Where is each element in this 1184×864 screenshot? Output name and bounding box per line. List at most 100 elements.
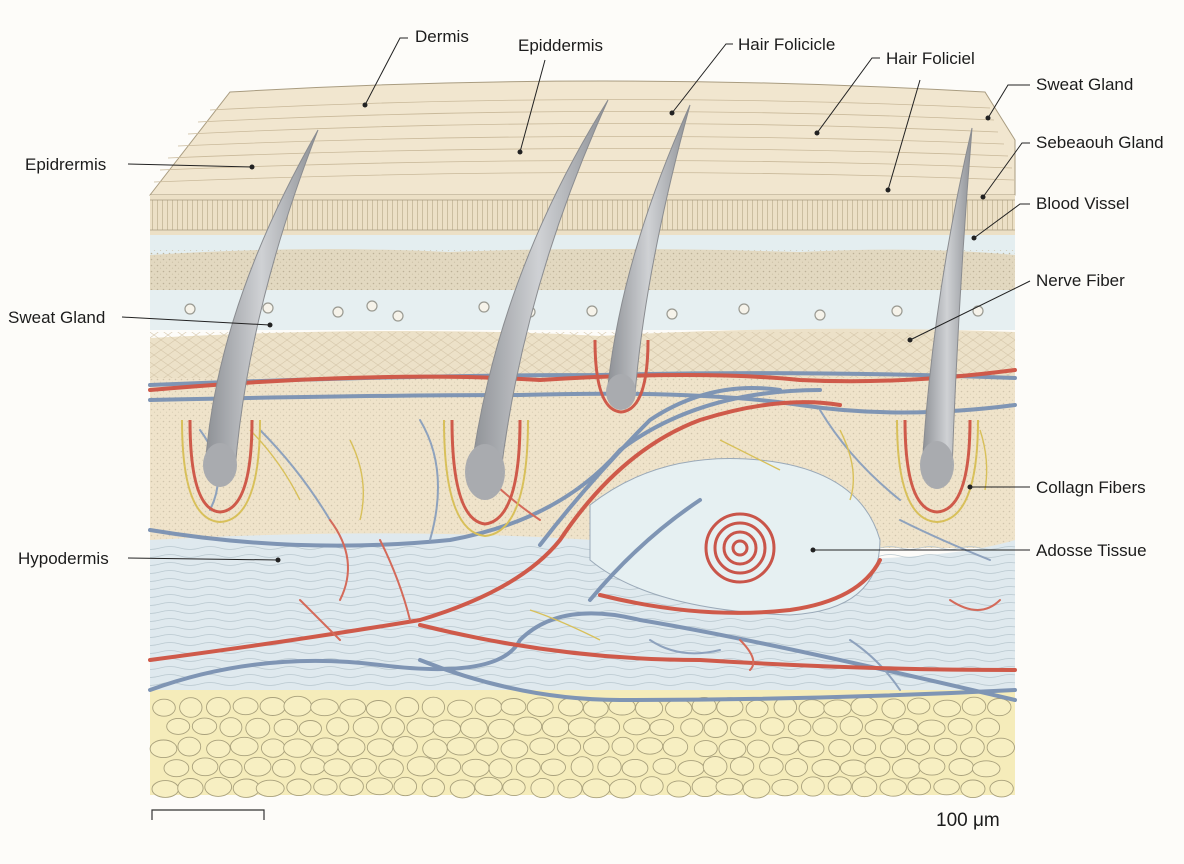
fat-cell: [191, 717, 218, 735]
fat-cell: [300, 757, 326, 776]
scale-bar-label: 100 μm: [936, 810, 1000, 831]
fat-cell: [339, 698, 367, 717]
fat-cell: [179, 697, 203, 718]
fat-cell: [851, 776, 878, 798]
fat-cell: [351, 757, 377, 778]
fat-cell: [243, 756, 272, 777]
fat-cell: [273, 718, 299, 738]
nerve-fibers: [249, 429, 988, 641]
fat-cell: [828, 739, 852, 758]
fat-cell: [447, 699, 473, 718]
capillary-loops: [184, 300, 984, 322]
fat-cell: [283, 695, 312, 717]
fat-cell: [759, 757, 784, 776]
fat-cell: [529, 737, 556, 755]
fat-cell: [662, 737, 689, 757]
fat-cell: [163, 759, 190, 778]
fat-cell: [666, 780, 692, 798]
fat-cell: [583, 736, 610, 757]
fat-cell: [204, 776, 233, 797]
fat-cell: [864, 757, 891, 777]
adipose-lobule: [589, 457, 881, 616]
fat-cell: [759, 717, 785, 736]
fat-cell: [526, 697, 554, 717]
fat-cell: [839, 759, 868, 777]
fat-cell: [665, 698, 693, 719]
fat-cell: [381, 717, 405, 738]
fat-cell: [582, 699, 609, 718]
fat-cell: [677, 760, 705, 778]
fat-cell: [436, 757, 462, 776]
fat-cell: [608, 778, 637, 799]
fat-cell: [947, 717, 973, 736]
fat-cell: [488, 758, 513, 779]
fat-cell: [461, 758, 490, 778]
fat-cell: [312, 737, 339, 757]
fat-cell: [798, 699, 826, 718]
fat-cell: [313, 778, 338, 796]
fat-cell: [432, 719, 461, 739]
fat-cell: [702, 756, 728, 777]
fat-cell: [421, 696, 446, 718]
fat-cell: [339, 777, 364, 796]
fat-cell: [811, 759, 841, 778]
fat-cell: [151, 780, 180, 798]
fat-cell: [219, 717, 243, 738]
scale-bar: [151, 809, 265, 820]
fat-cell: [395, 697, 420, 717]
fat-cell: [852, 738, 877, 756]
fat-cell: [421, 777, 445, 798]
fat-cell: [260, 738, 286, 758]
fat-cell: [787, 718, 812, 737]
fat-cell: [812, 717, 838, 737]
label-adosse-tissue: Adosse Tissue: [1036, 541, 1147, 560]
fat-cell: [597, 756, 622, 778]
fat-cell: [500, 739, 529, 759]
fat-cell: [530, 777, 555, 799]
fat-cell: [556, 737, 582, 757]
fat-cell: [772, 737, 799, 756]
fat-cell: [191, 757, 219, 777]
label-sweat-gland-right: Sweat Gland: [1036, 75, 1133, 94]
fat-cell: [206, 739, 231, 759]
fat-cell: [801, 776, 825, 797]
label-collagn-fibers: Collagn Fibers: [1036, 478, 1146, 497]
fat-cell: [515, 758, 541, 778]
fat-cell: [986, 737, 1015, 758]
fat-cell: [918, 757, 946, 776]
fat-cell: [839, 716, 863, 737]
fat-cell: [906, 738, 931, 756]
fat-cell: [987, 698, 1012, 717]
fat-cell: [365, 777, 393, 796]
fat-cell: [422, 738, 448, 759]
fat-cell: [933, 778, 960, 796]
fat-cell: [989, 779, 1014, 798]
fat-cell: [245, 717, 271, 739]
fat-cell: [337, 737, 366, 758]
hair-follicle-1: [181, 129, 319, 524]
label-hypodermis: Hypodermis: [18, 549, 109, 568]
fat-cell: [960, 779, 986, 799]
fat-cell: [691, 696, 717, 716]
fat-cell: [746, 739, 770, 758]
fat-cell: [310, 698, 339, 717]
fat-cell: [286, 778, 312, 797]
fat-cell: [611, 736, 635, 756]
fat-cell: [326, 717, 350, 737]
fat-cell: [881, 698, 906, 719]
fat-cell: [166, 717, 191, 735]
fat-cell: [729, 756, 755, 776]
fat-cell: [219, 759, 243, 779]
fat-cell: [640, 776, 664, 796]
fat-cell: [570, 756, 594, 778]
fat-cell: [392, 736, 418, 757]
fat-cell: [879, 778, 907, 797]
fat-cell: [621, 758, 649, 778]
leader-lines: [121, 37, 1031, 563]
fat-cell: [693, 740, 718, 758]
fat-cell: [892, 718, 919, 736]
fat-cell: [449, 779, 476, 799]
fat-cell: [406, 717, 435, 738]
hair-follicle-3: [593, 104, 691, 414]
